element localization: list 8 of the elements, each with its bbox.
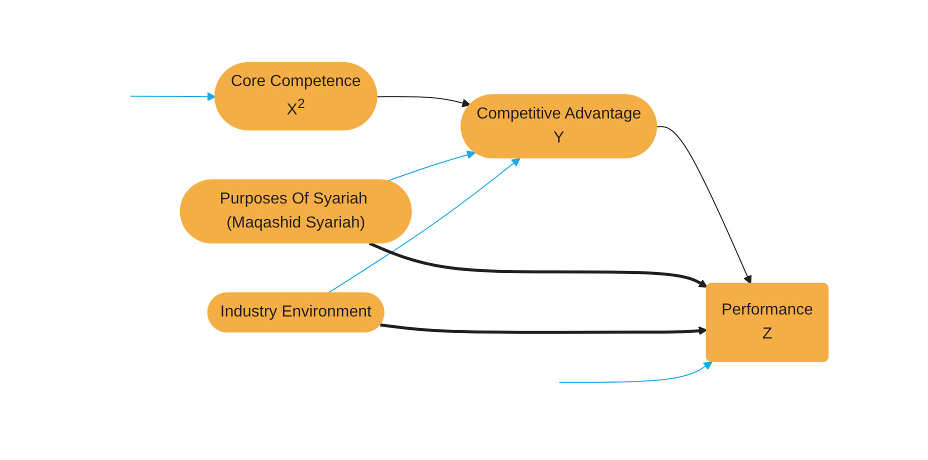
arrow xyxy=(130,92,216,102)
arrow xyxy=(326,158,520,294)
arrow xyxy=(558,362,712,383)
arrow xyxy=(380,323,708,336)
arrow xyxy=(656,126,752,284)
arrow xyxy=(386,150,476,182)
arrow xyxy=(368,242,708,288)
arrow xyxy=(376,96,471,108)
